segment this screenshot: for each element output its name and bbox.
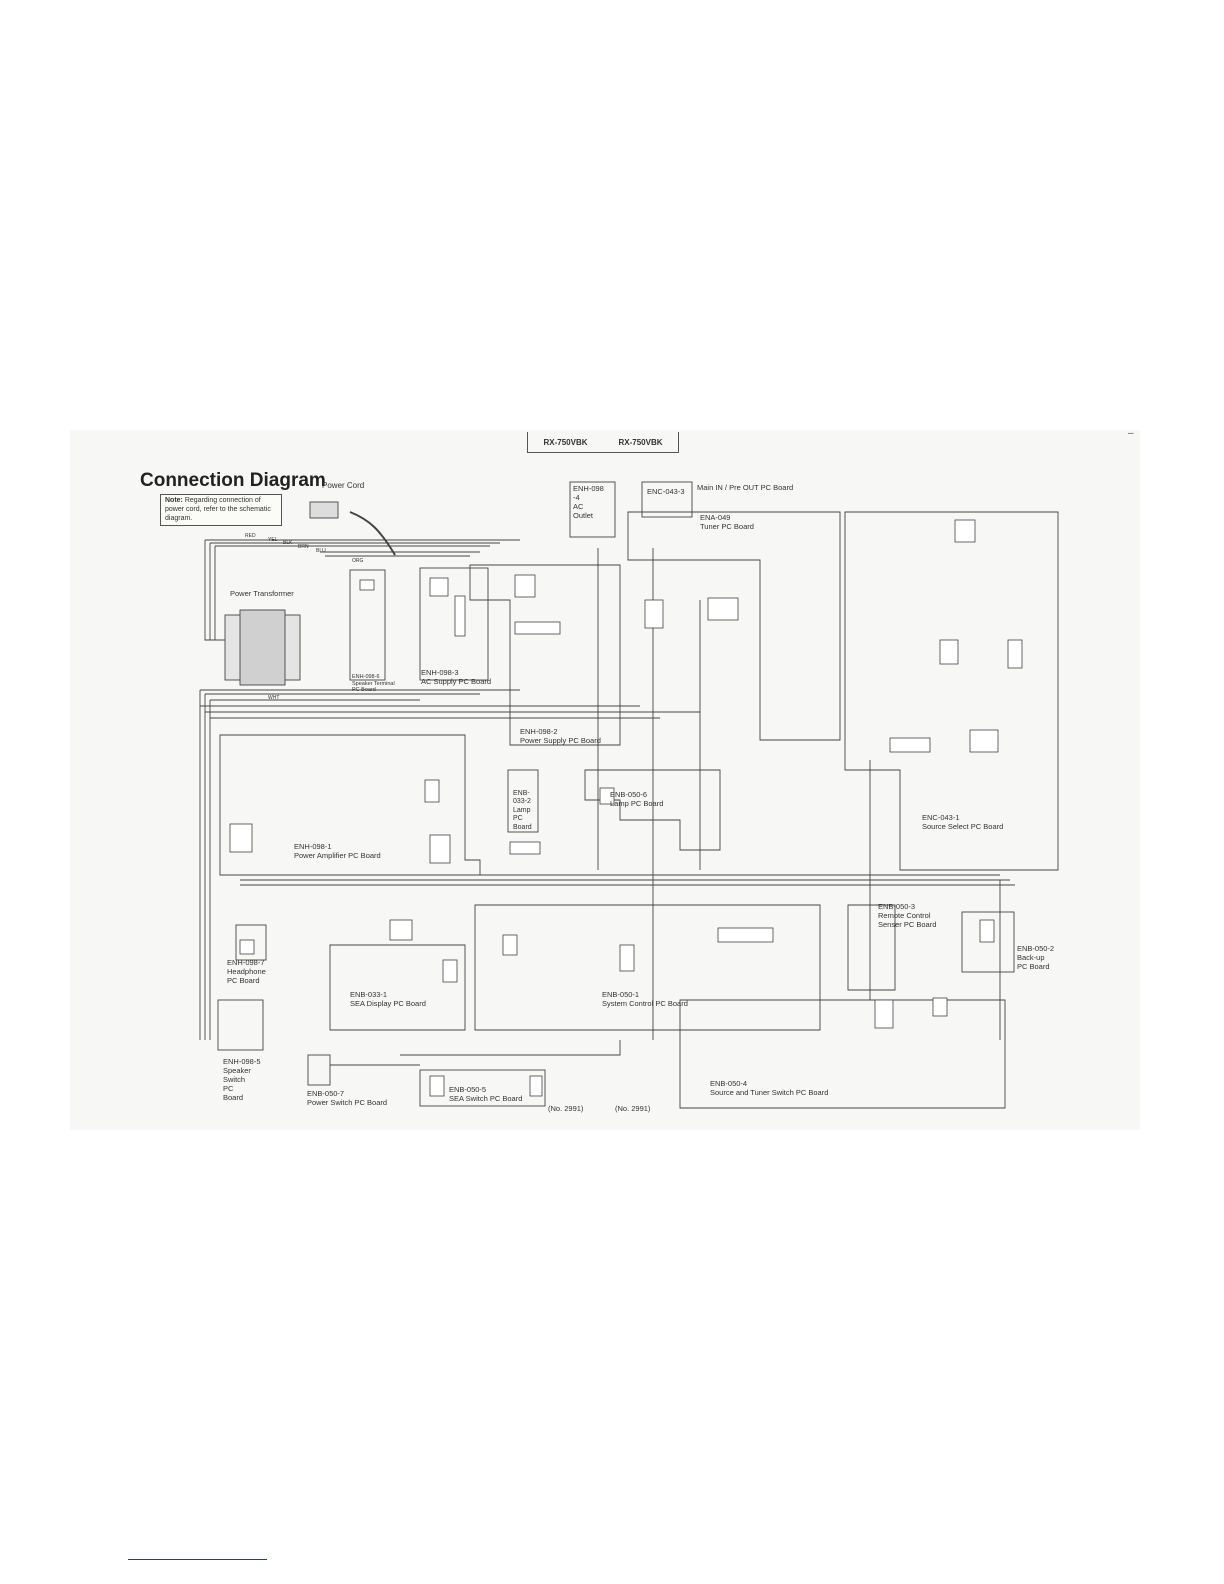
label-power-transformer: Power Transformer: [230, 589, 294, 598]
label-backup: ENB-050-2 Back-up PC Board: [1017, 944, 1055, 971]
wire-blk: BLK: [283, 540, 293, 546]
wire-brn: BRN: [298, 544, 309, 550]
label-headphone: ENH-098-7 Headphone PC Board: [227, 958, 266, 985]
power-amp-board: [219, 734, 481, 876]
footer-rule: [128, 1559, 267, 1560]
sea-display-board: [329, 944, 466, 1031]
label-sea-display: ENB-033-1 SEA Display PC Board: [350, 990, 426, 1008]
model-left: RX-750VBK: [543, 437, 588, 447]
power-cord-label: Power Cord: [322, 481, 365, 490]
wire-yel: YEL: [268, 537, 278, 543]
label-speaker-terminal: ENH-098-6 Speaker Terminal PC Board: [352, 674, 395, 694]
label-source-select: ENC-043-1 Source Select PC Board: [922, 813, 1004, 831]
page-number-right: (No. 2991): [615, 1104, 651, 1113]
remote-board: [847, 904, 896, 991]
label-ac-supply: ENH-098-3 AC Supply PC Board: [421, 668, 492, 686]
diagram-sheet: [70, 430, 1140, 1130]
power-cord: [349, 511, 396, 556]
wire-blu: BLU: [316, 548, 326, 554]
note-prefix: Note:: [165, 497, 183, 504]
label-power-amp: ENH-098-1 Power Amplifier PC Board: [294, 842, 381, 860]
sea-switch-board: [419, 1069, 546, 1107]
ac-outlet-board: [569, 481, 616, 538]
source-tuner-switch-board: [679, 999, 1006, 1109]
label-power-switch: ENB-050-7 Power Switch PC Board: [307, 1089, 388, 1107]
source-select-board: [844, 511, 1059, 871]
system-control-board: [474, 904, 821, 1031]
label-lamp-033: ENB- 033-2 Lamp PC Board: [513, 790, 532, 831]
label-source-tuner-switch: ENB-050-4 Source and Tuner Switch PC Boa…: [710, 1079, 829, 1097]
note-box: Note: Regarding connection of power cord…: [160, 494, 282, 527]
wire-red: RED: [245, 533, 256, 539]
model-header: RX-750VBK RX-750VBK: [527, 432, 679, 453]
tuner-board: [627, 511, 841, 741]
wire-org: ORG: [352, 558, 364, 564]
lamp-board-033: [507, 769, 539, 833]
power-supply-board: [469, 564, 621, 746]
note-text: Regarding connection of power cord, refe…: [165, 497, 271, 522]
label-power-supply: ENH-098-2 Power Supply PC Board: [520, 727, 601, 745]
power-switch-board: [307, 1054, 331, 1086]
lamp-board-050: [584, 769, 721, 851]
label-enc043-3: ENC-043-3: [647, 487, 685, 496]
label-lamp-050: ENB-050-6 Lamp PC Board: [610, 790, 664, 808]
label-system-control: ENB-050-1 System Control PC Board: [602, 990, 688, 1008]
page-number-left: (No. 2991): [548, 1104, 584, 1113]
page-title: Connection Diagram: [140, 470, 326, 491]
label-remote: ENB-050-3 Remote Control Senser PC Board: [878, 902, 937, 929]
main-in-board: [641, 481, 693, 518]
backup-board: [961, 911, 1015, 973]
wire-wht: WHT: [268, 695, 280, 701]
label-main-in: Main IN / Pre OUT PC Board: [697, 483, 794, 492]
label-ac-outlet: ENH-098 -4 AC Outlet: [573, 484, 604, 520]
speaker-switch-board: [217, 999, 264, 1051]
label-sea-switch: ENB-050-5 SEA Switch PC Board: [449, 1085, 523, 1103]
ac-supply-board: [419, 567, 489, 681]
label-tuner: ENA-049 Tuner PC Board: [700, 513, 754, 531]
headphone-board: [235, 924, 267, 961]
label-speaker-switch: ENH-098-5 Speaker Switch PC Board: [223, 1057, 261, 1102]
plug-icon: [309, 501, 339, 519]
speaker-terminal-board: [349, 569, 386, 681]
crop-mark: –: [1128, 428, 1134, 439]
model-right: RX-750VBK: [618, 437, 663, 447]
